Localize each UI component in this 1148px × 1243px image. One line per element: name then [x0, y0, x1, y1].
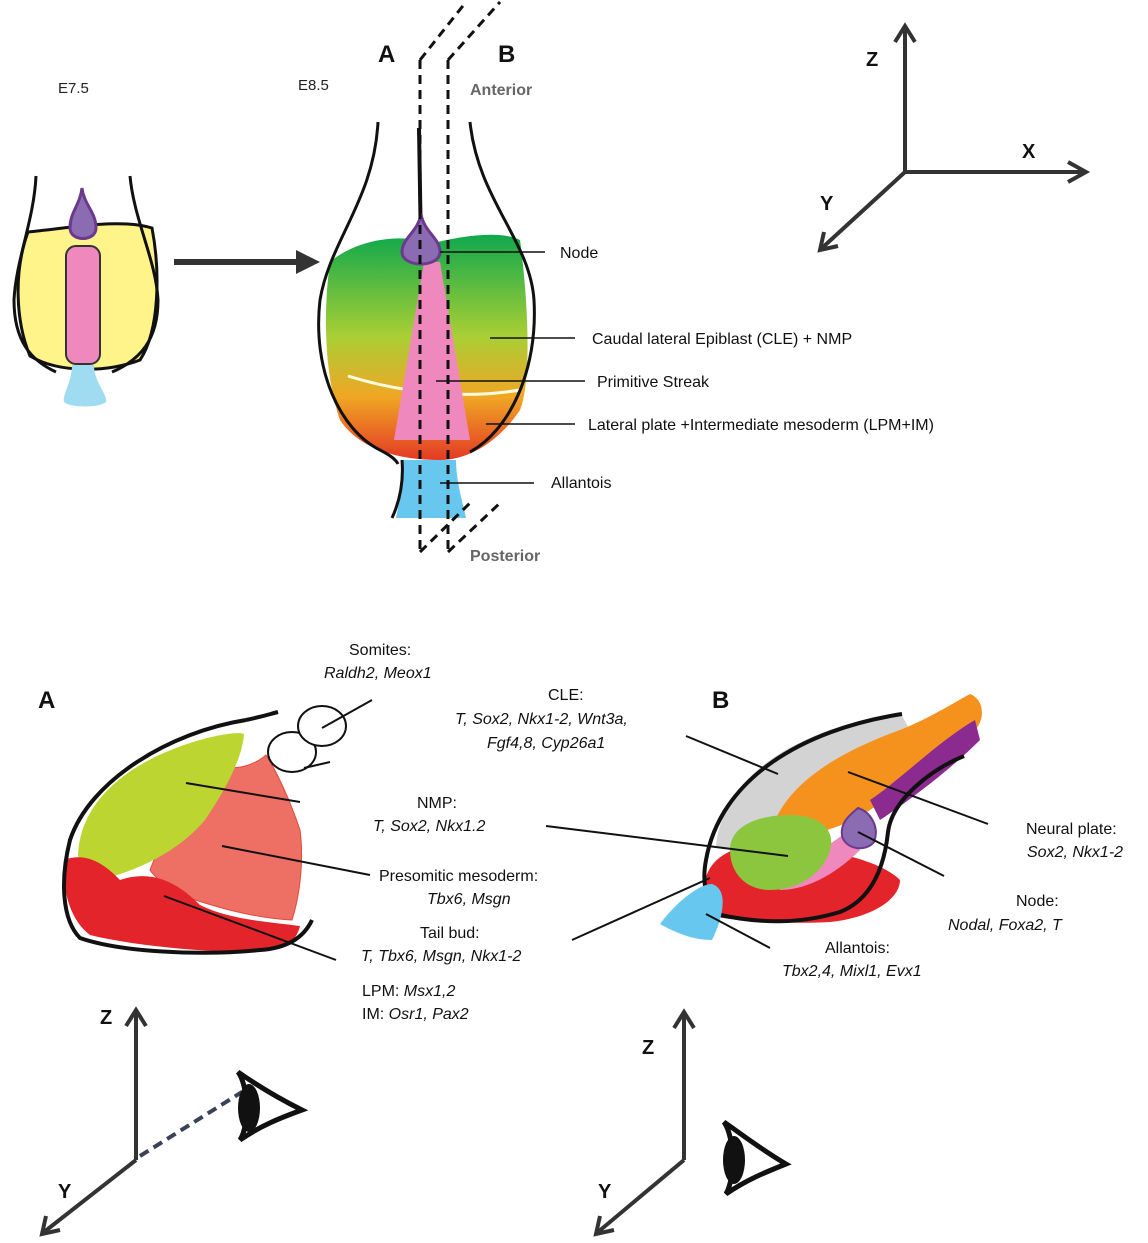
somites-genes: Raldh2, Meox1 — [324, 665, 432, 682]
cle-title: CLE: — [548, 687, 584, 704]
eye-icon-a — [238, 1072, 302, 1140]
neural-plate-title: Neural plate: — [1026, 821, 1117, 838]
e75-allantois — [64, 365, 106, 407]
panel-a-letter: A — [38, 687, 55, 714]
psm-title: Presomitic mesoderm: — [379, 868, 538, 885]
neural-plate-genes: Sox2, Nkx1-2 — [1027, 844, 1123, 861]
e85-embryo — [319, 122, 535, 518]
line-of-sight-a — [140, 1092, 242, 1156]
tailbud-genes: T, Tbx6, Msgn, Nkx1-2 — [361, 948, 521, 965]
somites-title: Somites: — [349, 642, 411, 659]
posterior-label: Posterior — [470, 548, 540, 565]
allantois-title-b: Allantois: — [825, 940, 890, 957]
e75-label: E7.5 — [58, 80, 89, 97]
axis-x-top: X — [1022, 141, 1036, 163]
node-title-b: Node: — [1016, 893, 1059, 910]
psm-genes: Tbx6, Msgn — [427, 891, 511, 908]
im-genes: Osr1, Pax2 — [389, 1006, 469, 1023]
anterior-label: Anterior — [470, 82, 532, 99]
label-node-top: Node — [560, 245, 598, 262]
e75-primitive-streak — [66, 246, 100, 364]
lpm-title: LPM: — [362, 983, 404, 1000]
e75-node — [70, 188, 96, 239]
tailbud-title: Tail bud: — [420, 925, 480, 942]
node-genes-b: Nodal, Foxa2, T — [948, 917, 1063, 934]
panel-b-section — [660, 694, 982, 940]
somites — [268, 706, 346, 772]
e85-allantois — [396, 460, 466, 518]
im-line: IM: Osr1, Pax2 — [362, 1006, 469, 1023]
stage-arrow — [174, 250, 320, 274]
panel-b-allantois — [660, 884, 723, 940]
lpm-genes: Msx1,2 — [404, 983, 456, 1000]
section-a-label: A — [378, 41, 395, 68]
cle-genes-line1: T, Sox2, Nkx1-2, Wnt3a, — [455, 711, 628, 728]
section-b-label: B — [498, 41, 515, 68]
axis-y-a: Y — [58, 1181, 72, 1203]
label-lpm-im: Lateral plate +Intermediate mesoderm (LP… — [588, 417, 934, 434]
panel-b-letter: B — [712, 687, 729, 714]
axis-z-a: Z — [100, 1007, 112, 1029]
allantois-genes-b: Tbx2,4, Mixl1, Evx1 — [782, 963, 922, 980]
axis-y-b: Y — [598, 1181, 612, 1203]
e75-embryo — [14, 176, 158, 407]
panel-a-section — [64, 706, 346, 953]
lpm-line: LPM: Msx1,2 — [362, 983, 455, 1000]
eye-icon-b — [723, 1122, 786, 1194]
nmp-genes: T, Sox2, Nkx1.2 — [373, 818, 485, 835]
nmp-title: NMP: — [417, 795, 457, 812]
im-title: IM: — [362, 1006, 389, 1023]
label-cle-nmp: Caudal lateral Epiblast (CLE) + NMP — [592, 331, 852, 348]
label-primitive-streak: Primitive Streak — [597, 374, 710, 391]
cle-genes-line2: Fgf4,8, Cyp26a1 — [487, 735, 605, 752]
panel-a-ectoderm-line — [246, 712, 278, 720]
axis-z-b: Z — [642, 1037, 654, 1059]
label-allantois-top: Allantois — [551, 475, 611, 492]
axis-z-top: Z — [866, 49, 878, 71]
axes-3d-top — [820, 26, 1086, 250]
axis-y-top: Y — [820, 193, 834, 215]
e85-label: E8.5 — [298, 77, 329, 94]
